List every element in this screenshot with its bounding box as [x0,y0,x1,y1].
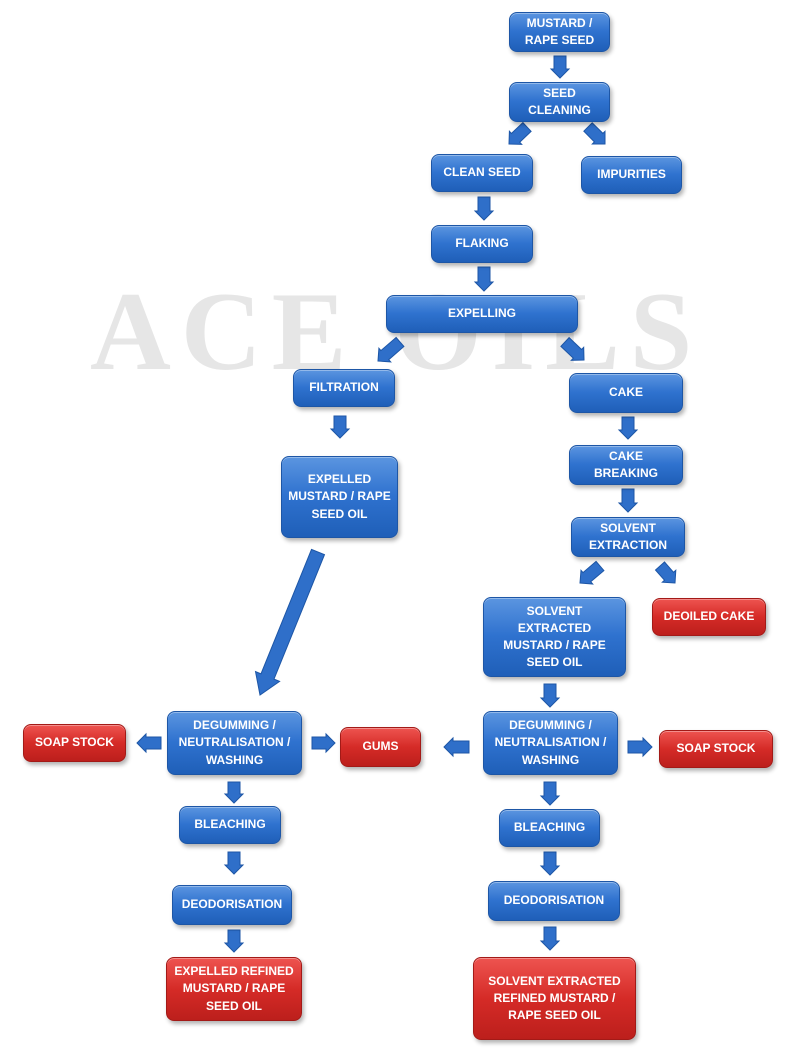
gums-box: GUMS [340,727,421,767]
expelling-box: EXPELLING [386,295,578,333]
arrow-deodorisation-right-to-refined [539,926,561,951]
arrow-expelling-to-filtration [377,336,405,363]
bleaching-left-box: BLEACHING [179,806,281,844]
expelled-oil-box: EXPELLED MUSTARD / RAPE SEED OIL [281,456,398,538]
arrow-cleaning-to-impurities [583,122,606,145]
flaking-box: FLAKING [431,225,533,263]
arrow-degumming-left-to-gums [311,732,336,754]
soap-stock-right-box: SOAP STOCK [659,730,773,768]
bleaching-right-box: BLEACHING [499,809,600,847]
arrow-degumming-right-to-gums [443,736,470,758]
arrow-bleaching-left-to-deodorisation [223,851,245,875]
arrow-clean-seed-to-flaking [473,196,495,221]
cake-breaking-box: CAKE BREAKING [569,445,683,485]
seed-cleaning-box: SEED CLEANING [509,82,610,122]
deoiled-cake-box: DEOILED CAKE [652,598,766,636]
degumming-right-box: DEGUMMING / NEUTRALISATION / WASHING [483,711,618,775]
arrow-cleaning-to-clean-seed [508,121,532,145]
deodorisation-right-box: DEODORISATION [488,881,620,921]
degumming-left-box: DEGUMMING / NEUTRALISATION / WASHING [167,711,302,775]
deodorisation-left-box: DEODORISATION [172,885,292,925]
solvent-extracted-oil-box: SOLVENT EXTRACTED MUSTARD / RAPE SEED OI… [483,597,626,677]
impurities-box: IMPURITIES [581,156,682,194]
clean-seed-box: CLEAN SEED [431,154,533,192]
arrow-cake-breaking-to-solvent-extraction [617,488,639,513]
filtration-box: FILTRATION [293,369,395,407]
arrow-expelling-to-cake [560,336,585,361]
refined-solvent-oil-box: SOLVENT EXTRACTED REFINED MUSTARD / RAPE… [473,957,636,1040]
arrow-degumming-left-to-soap-stock [136,732,162,754]
arrow-flaking-to-expelling [473,266,495,292]
arrow-deodorisation-left-to-refined [223,929,245,953]
cake-box: CAKE [569,373,683,413]
mustard-rape-seed-box: MUSTARD / RAPE SEED [509,12,610,52]
arrow-extraction-to-deoiled-cake [654,561,677,584]
arrow-cake-to-cake-breaking [617,416,639,440]
arrow-degumming-right-to-soap-stock [627,736,653,758]
arrow-degumming-left-to-bleaching [223,781,245,804]
refined-expelled-oil-box: EXPELLED REFINED MUSTARD / RAPE SEED OIL [166,957,302,1021]
arrow-seed-to-cleaning [549,55,571,79]
arrow-solvent-oil-to-degumming-right [539,683,561,708]
arrow-bleaching-right-to-deodorisation [539,851,561,876]
arrow-filtration-to-expelled-oil [329,415,351,439]
solvent-extraction-box: SOLVENT EXTRACTION [571,517,685,557]
arrow-extraction-to-solvent-oil [579,560,605,585]
arrow-degumming-right-to-bleaching [539,781,561,806]
arrow-expelled-oil-to-degumming-left [254,548,326,696]
soap-stock-left-box: SOAP STOCK [23,724,126,762]
